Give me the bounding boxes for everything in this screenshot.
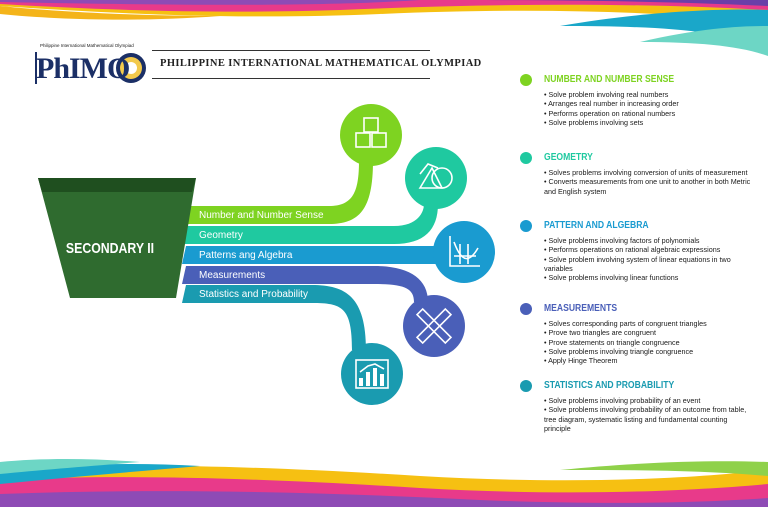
section-item: • Solve problems involving factors of po… — [544, 236, 700, 245]
topic-bands — [182, 161, 444, 350]
graph-axes-icon — [433, 221, 495, 283]
section-items: • Solve problems involving probability o… — [544, 396, 754, 433]
band-number-sense — [182, 161, 373, 224]
band-label-number-sense: Number and Number Sense — [199, 210, 324, 221]
section-items: • Solves corresponding parts of congruen… — [544, 319, 754, 365]
section-title: NUMBER AND NUMBER SENSE — [544, 74, 675, 85]
bar-chart-icon — [341, 343, 403, 405]
section-item: • Solve problems involving probability o… — [544, 405, 747, 433]
section-number-sense: NUMBER AND NUMBER SENSE • Solve problem i… — [520, 74, 740, 127]
header-rule-bottom — [152, 78, 430, 79]
band-label-statistics-probability: Statistics and Probability — [199, 289, 308, 300]
band-label-geometry: Geometry — [199, 230, 243, 241]
bottom-wave-decoration — [0, 459, 768, 507]
section-item: • Arranges real number in increasing ord… — [544, 99, 679, 109]
band-measurements — [182, 266, 428, 302]
section-item: • Apply Hinge Theorem — [544, 356, 618, 366]
section-item: • Converts measurements from one unit to… — [544, 177, 751, 196]
section-measurements: MEASUREMENTS • Solves corresponding parts… — [520, 303, 740, 365]
band-label-patterns-algebra: Patterns ang Algebra — [199, 250, 293, 261]
band-statistics-probability — [182, 285, 366, 350]
phimo-logo — [35, 52, 146, 84]
header-rule-top — [152, 50, 430, 51]
section-statistics-probability: STATISTICS AND PROBABILITY • Solve proble… — [520, 380, 746, 433]
section-bullet-dot — [520, 380, 532, 392]
section-items: • Solve problems involving factors of po… — [544, 236, 754, 282]
section-bullet-dot — [520, 74, 532, 86]
section-item: • Solve problems involving triangle cong… — [544, 346, 694, 356]
top-wave-decoration — [0, 0, 768, 56]
section-items: • Solves problems involving conversion o… — [544, 168, 754, 196]
pencil-ruler-icon — [403, 295, 465, 357]
section-title: MEASUREMENTS — [544, 303, 618, 314]
band-label-measurements: Measurements — [199, 270, 266, 281]
number-blocks-icon — [340, 104, 402, 166]
section-patterns-algebra: PATTERN AND ALGEBRA • Solve problems invo… — [520, 220, 740, 282]
section-item: • Solve problems involving probability o… — [544, 396, 701, 405]
band-geometry — [182, 204, 438, 244]
section-item: • Performs operation on rational numbers — [544, 108, 676, 118]
logo-wordmark: PhIMO — [36, 52, 130, 85]
logo-caption: Philippine International Mathematical Ol… — [40, 43, 134, 48]
level-container — [38, 178, 196, 298]
section-item: • Solve problem involving system of line… — [544, 254, 731, 273]
section-bullet-dot — [520, 303, 532, 315]
section-bullet-dot — [520, 220, 532, 232]
section-item: • Solve problems involving linear functi… — [544, 273, 679, 283]
section-item: • Solve problems involving sets — [544, 117, 644, 127]
topic-icons — [340, 104, 495, 405]
section-title: GEOMETRY — [544, 152, 593, 163]
section-item: • Solve problem involving real numbers — [544, 90, 669, 99]
section-geometry: GEOMETRY • Solves problems involving conv… — [520, 152, 750, 196]
page-title: PHILIPPINE INTERNATIONAL MATHEMATICAL OL… — [160, 58, 482, 69]
geometry-shapes-icon — [405, 147, 467, 209]
section-bullet-dot — [520, 152, 532, 164]
section-title: PATTERN AND ALGEBRA — [544, 220, 649, 231]
section-item: • Performs operations on rational algebr… — [544, 245, 721, 255]
section-item: • Solves problems involving conversion o… — [544, 168, 748, 177]
level-label: SECONDARY II — [65, 240, 155, 257]
section-items: • Solve problem involving real numbers• … — [544, 90, 754, 127]
section-title: STATISTICS AND PROBABILITY — [544, 380, 675, 391]
section-item: • Prove statements on triangle congruenc… — [544, 337, 680, 347]
section-item: • Solves corresponding parts of congruen… — [544, 319, 707, 328]
section-item: • Prove two triangles are congruent — [544, 328, 656, 338]
band-patterns-algebra — [182, 246, 444, 264]
